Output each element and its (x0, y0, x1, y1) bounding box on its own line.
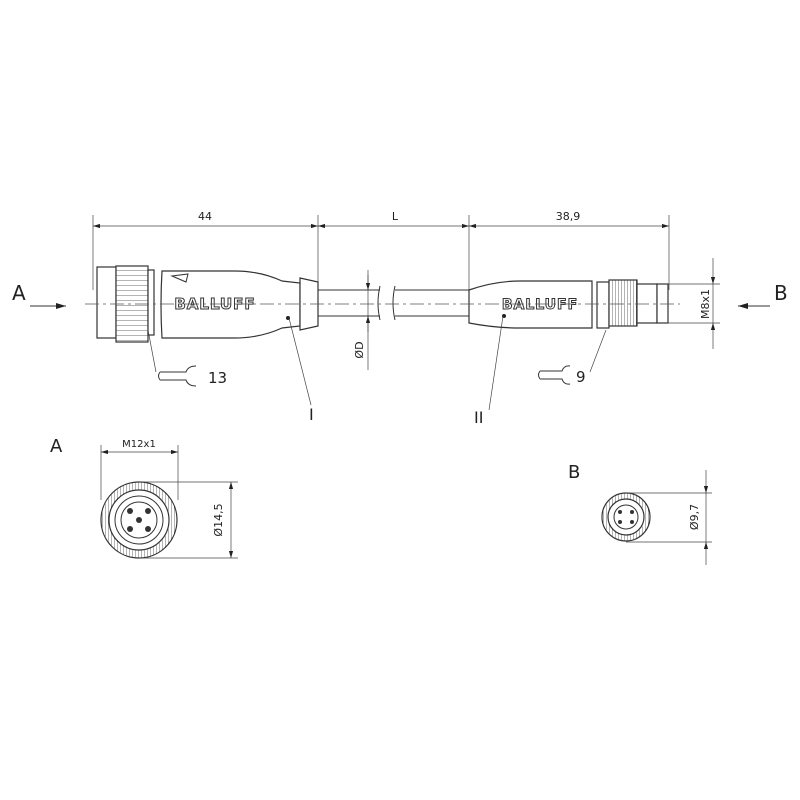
front-view-b: B Ø9,7 (568, 462, 712, 565)
dim-m12x1: M12x1 (122, 439, 156, 450)
front-view-a-label: A (50, 436, 63, 457)
cable: ØD (318, 270, 469, 370)
wrench-size-9: 9 (576, 368, 586, 386)
dimension-top: 44 L 38,9 (92, 210, 670, 290)
dim-44: 44 (198, 210, 212, 223)
dim-diameter-14-5: Ø14,5 (212, 503, 225, 536)
wrench-callout-left: 13 (147, 329, 227, 387)
view-arrow-a: A (12, 281, 66, 309)
dim-L: L (392, 210, 399, 223)
dim-cable-diameter: ØD (353, 341, 366, 358)
wrench-size-13: 13 (208, 369, 227, 387)
part-callout-i: I (288, 317, 314, 424)
svg-text:II: II (474, 408, 483, 427)
svg-text:I: I (309, 405, 314, 424)
svg-text:A: A (12, 281, 26, 305)
brand-logo-right: BALLUFF (502, 297, 578, 313)
dim-38-9: 38,9 (556, 210, 581, 223)
dim-diameter-9-7: Ø9,7 (688, 504, 701, 530)
connector-left: BALLUFF (96, 265, 319, 343)
front-view-a: A M12x1 Ø14,5 (50, 436, 238, 559)
wrench-callout-right: 9 (538, 329, 607, 386)
svg-text:B: B (774, 281, 788, 305)
dim-m8x1: M8x1 (699, 289, 712, 319)
front-view-b-label: B (568, 462, 580, 483)
connector-right: BALLUFF M8x1 (468, 258, 720, 349)
part-callout-ii: II (474, 315, 504, 427)
view-arrow-b: B (738, 281, 788, 309)
